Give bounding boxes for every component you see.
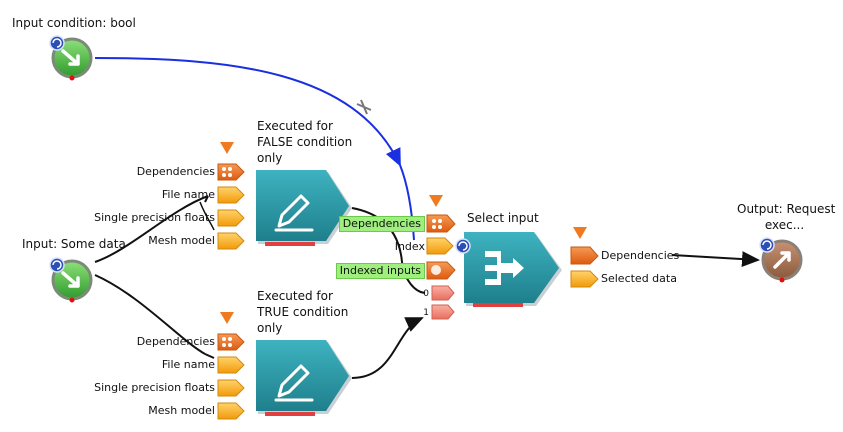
input-some-data-node[interactable] bbox=[49, 257, 93, 303]
status-dot bbox=[69, 75, 75, 81]
sync-icon bbox=[455, 238, 471, 254]
pen-icon bbox=[274, 364, 314, 402]
true-branch-title: Executed for TRUE condition only bbox=[257, 289, 349, 335]
select-in-port-index[interactable]: Index bbox=[394, 240, 425, 253]
false-port-mesh-model[interactable]: Mesh model bbox=[148, 234, 215, 247]
edges bbox=[94, 57, 760, 379]
true-port-mesh-model[interactable]: Mesh model bbox=[148, 404, 215, 417]
false-port-single-precision-floats[interactable]: Single precision floats bbox=[94, 211, 215, 224]
true-branch-ports bbox=[217, 312, 245, 420]
select-in-port-index-0[interactable]: 0 bbox=[423, 289, 429, 299]
false-branch-node[interactable] bbox=[256, 170, 352, 246]
input-condition-label: Input condition: bool bbox=[12, 16, 136, 30]
edge-data-to-true[interactable] bbox=[94, 274, 206, 355]
edge-condition-to-index[interactable] bbox=[94, 57, 401, 167]
select-input-in-ports bbox=[426, 195, 471, 320]
false-port-dependencies[interactable]: Dependencies bbox=[136, 165, 215, 178]
select-out-port-selected-data[interactable]: Selected data bbox=[601, 272, 677, 285]
dependency-trigger-icon bbox=[429, 195, 443, 207]
dependency-trigger-icon bbox=[220, 312, 234, 324]
false-branch-ports bbox=[217, 142, 245, 250]
select-input-out-ports bbox=[570, 227, 599, 288]
false-branch-title: Executed for FALSE condition only bbox=[257, 119, 353, 165]
edge-true-to-idx1[interactable] bbox=[351, 317, 424, 379]
input-some-data-label: Input: Some data bbox=[22, 237, 126, 251]
true-port-dependencies[interactable]: Dependencies bbox=[136, 335, 215, 348]
true-port-single-precision-floats[interactable]: Single precision floats bbox=[94, 381, 215, 394]
sync-icon bbox=[759, 237, 775, 253]
output-node[interactable] bbox=[759, 237, 803, 283]
edge-selected-to-output[interactable] bbox=[671, 251, 760, 268]
select-out-port-dependencies[interactable]: Dependencies bbox=[601, 249, 680, 262]
select-input-label: Select input bbox=[467, 211, 539, 225]
true-branch-node[interactable] bbox=[256, 340, 352, 416]
select-input-node[interactable] bbox=[464, 232, 562, 307]
select-in-port-dependencies[interactable]: Dependencies bbox=[338, 216, 425, 232]
select-in-port-indexed-inputs[interactable]: Indexed inputs bbox=[335, 263, 425, 279]
sync-icon bbox=[49, 35, 65, 51]
true-port-file-name[interactable]: File name bbox=[161, 358, 215, 371]
false-port-file-name[interactable]: File name bbox=[161, 188, 215, 201]
select-in-port-index-1[interactable]: 1 bbox=[423, 308, 429, 318]
input-condition-node[interactable] bbox=[49, 35, 93, 81]
pen-icon bbox=[274, 194, 314, 232]
select-icon bbox=[485, 251, 524, 285]
edge-handle-icon[interactable] bbox=[356, 99, 372, 115]
output-title: Output: Request exec... bbox=[737, 202, 836, 232]
sync-icon bbox=[49, 257, 65, 273]
dependency-trigger-icon bbox=[573, 227, 587, 239]
edge-data-to-false[interactable] bbox=[94, 195, 209, 263]
dependency-trigger-icon bbox=[220, 142, 234, 154]
